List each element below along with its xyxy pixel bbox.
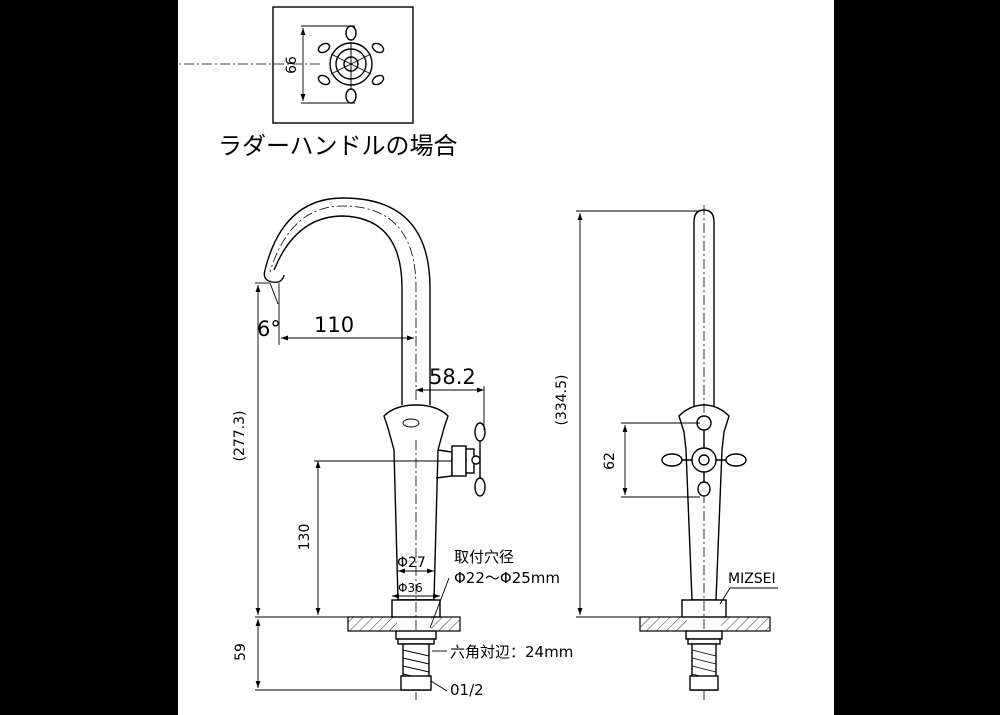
faucet-body-front	[678, 205, 730, 700]
inset-caption: ラダーハンドルの場合	[218, 132, 458, 160]
drawing-sheet	[178, 0, 834, 715]
below-deck-label: 59	[233, 643, 249, 661]
front-handle-height-label: 62	[602, 452, 618, 470]
mount-hole-range: Φ22～Φ25mm	[454, 569, 560, 587]
inset-dimension-66: 66	[284, 56, 300, 74]
side-view: 6° 110 58.2 (277.3) 130 59 Φ27 Φ36 取付穴径 …	[232, 197, 573, 700]
handle-front	[661, 415, 747, 497]
faucet-body-side	[383, 404, 449, 700]
under-deck-side	[395, 630, 437, 691]
under-deck-front	[685, 630, 723, 691]
thread-label: 01/2	[450, 681, 484, 699]
outer-diameter-label: Φ36	[398, 581, 423, 595]
ladder-handle-icon	[0, 25, 385, 104]
spout-angle-label: 6°	[257, 317, 281, 341]
brand-label: MIZSEI	[728, 571, 776, 587]
ladder-handle-inset: 66 ラダーハンドルの場合	[0, 6, 458, 160]
inner-diameter-label: Φ27	[397, 555, 426, 571]
inset-frame	[272, 6, 414, 124]
front-view: (334.5) 62 MIZSEI	[554, 205, 778, 700]
hex-nut-label: 六角対辺：24mm	[450, 643, 573, 661]
handle-offset-label: 58.2	[429, 365, 476, 389]
spout-side	[263, 197, 431, 405]
spout-reach-label: 110	[314, 313, 354, 337]
front-overall-height-label: (334.5)	[554, 374, 570, 425]
handle-height-label: 130	[297, 524, 313, 551]
side-overall-height-label: (277.3)	[232, 410, 248, 461]
mount-hole-title: 取付穴径	[454, 548, 514, 566]
